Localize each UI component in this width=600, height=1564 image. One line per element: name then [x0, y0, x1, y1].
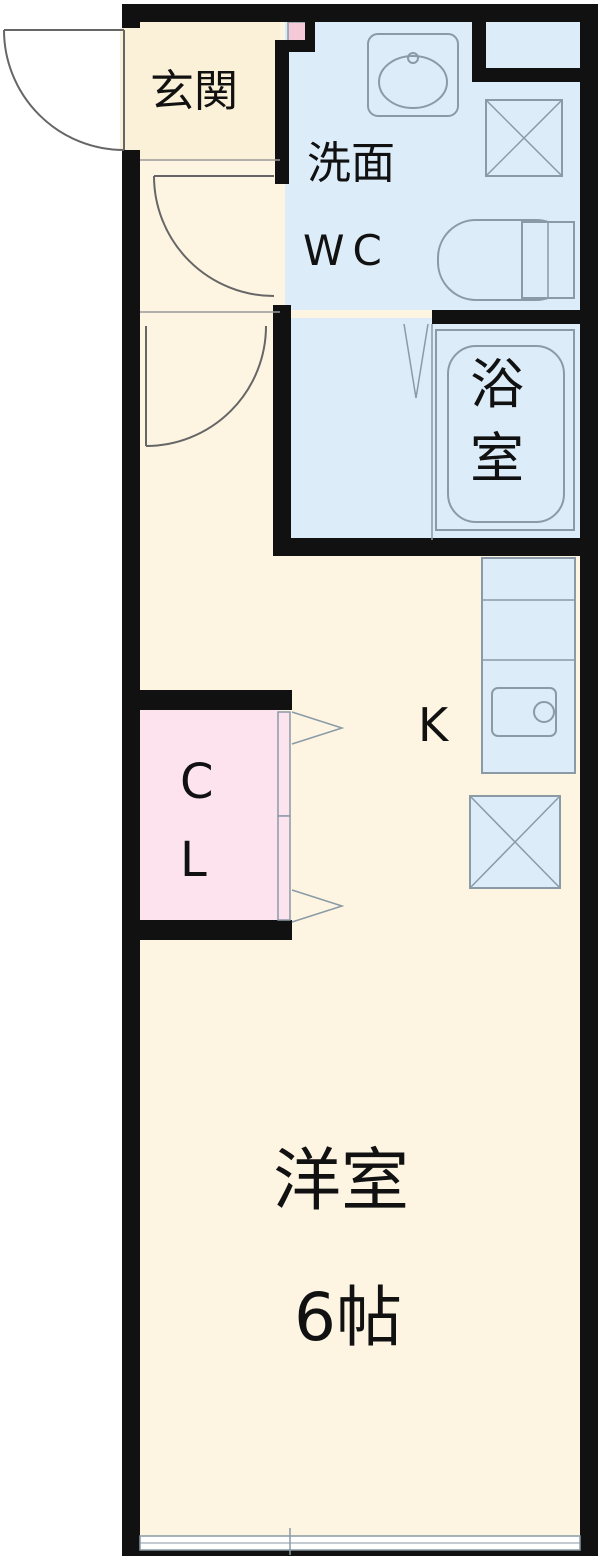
wall-wet-top-notch: [305, 20, 315, 52]
wall-wet-bottom: [273, 538, 598, 556]
hall-door-swing: [145, 325, 267, 447]
wall-closet-top: [122, 690, 292, 710]
kitchen-counter: [481, 557, 576, 774]
washroom-label: 洗面: [307, 138, 395, 189]
wall-wet-right-block-bottom: [472, 68, 580, 82]
bathroom-label-bottom: 室: [470, 427, 524, 490]
entrance-label: 玄関: [150, 66, 238, 117]
wall-closet-bottom: [122, 920, 292, 940]
western-room-size-label: 6帖: [294, 1279, 402, 1356]
closet-label-top: C: [180, 754, 214, 810]
wall-wet-left-upper: [275, 44, 289, 184]
closet-door-2: [277, 815, 291, 921]
closet-label-bottom: L: [180, 832, 207, 888]
wall-wet-right-block: [472, 20, 486, 80]
washing-machine-space: [485, 99, 563, 177]
bathroom-label-top: 浴: [470, 353, 524, 416]
wall-left: [122, 4, 140, 1555]
kitchen-sink: [491, 687, 557, 737]
wall-right: [580, 4, 598, 1555]
closet-floor: [140, 710, 280, 920]
entrance-floor: [140, 20, 280, 160]
bathtub-inner: [447, 345, 565, 523]
entrance-door-swing: [3, 29, 125, 151]
washbasin: [367, 33, 459, 117]
wc-label: WC: [303, 226, 390, 275]
wall-wet-left-lower: [273, 305, 291, 555]
shoe-cabinet-door-1: [153, 175, 275, 297]
western-room-label: 洋室: [273, 1142, 410, 1221]
kitchen-label: K: [418, 698, 449, 752]
wall-bath-top: [432, 310, 580, 324]
wall-top: [122, 4, 598, 22]
entrance-opening: [120, 28, 142, 150]
closet-door-1: [277, 711, 291, 817]
bath-door-fold: [403, 323, 429, 399]
